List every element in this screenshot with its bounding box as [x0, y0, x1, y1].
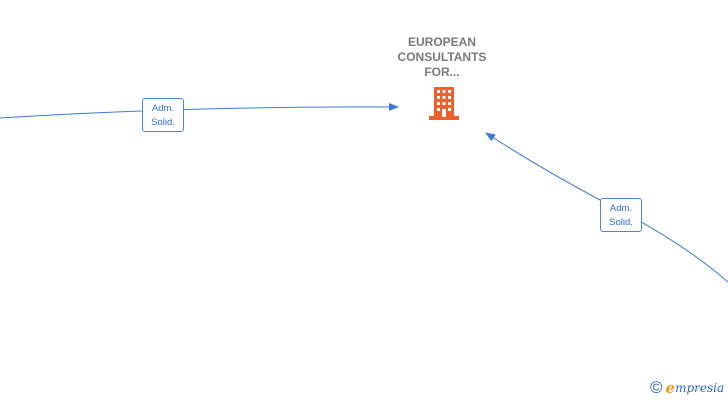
relation-label-right-line-1: Adm. [609, 203, 633, 214]
company-name[interactable]: EUROPEAN CONSULTANTS FOR... [372, 35, 512, 80]
relation-edge-left[interactable] [0, 102, 399, 119]
copyright-icon: © [650, 378, 663, 397]
relation-label-left-line-2: Solid. [151, 117, 175, 128]
company-name-line-2: CONSULTANTS [397, 50, 487, 64]
brand-initial: e [665, 379, 676, 397]
relation-label-left-line-1: Adm. [151, 103, 175, 114]
brand-name: mpresia [675, 381, 725, 395]
building-icon[interactable] [428, 85, 460, 121]
company-name-line-1: EUROPEAN [407, 35, 476, 49]
relation-label-right-line-2: Solid. [609, 217, 633, 228]
company-name-line-3: FOR... [424, 65, 460, 79]
relation-label-left[interactable]: Adm. Solid. [142, 98, 184, 132]
relation-label-right[interactable]: Adm. Solid. [600, 198, 642, 232]
empresia-logo: ©empresia [650, 378, 724, 398]
